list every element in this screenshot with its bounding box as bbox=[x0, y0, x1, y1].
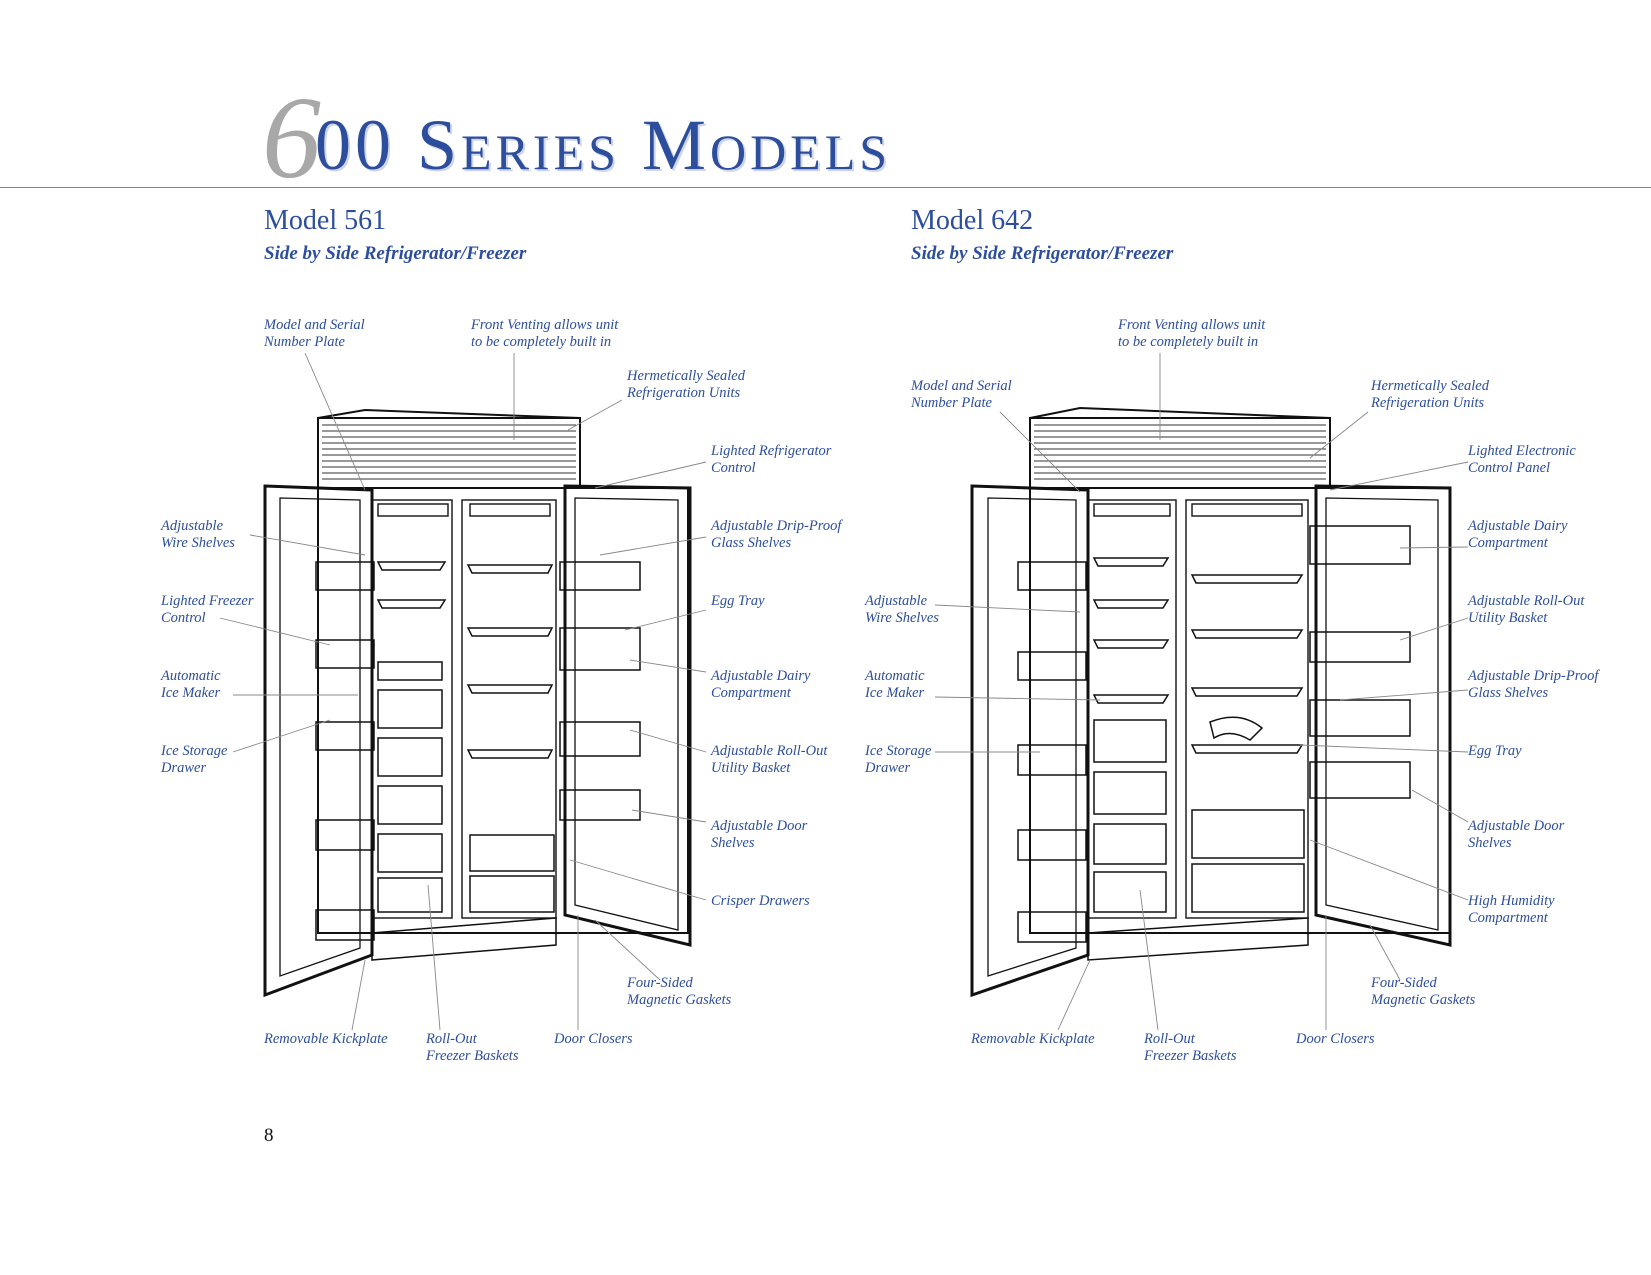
model-642-subtitle: Side by Side Refrigerator/Freezer bbox=[911, 243, 1174, 264]
label-642-kickplate: Removable Kickplate bbox=[971, 1031, 1095, 1047]
label-642-door-closers: Door Closers bbox=[1296, 1031, 1375, 1047]
model-561-subtitle: Side by Side Refrigerator/Freezer bbox=[264, 243, 527, 264]
header-rule bbox=[0, 187, 1651, 188]
page-title-text: 00 Series Models bbox=[315, 105, 892, 185]
label-561-door-closers: Door Closers bbox=[554, 1031, 633, 1047]
label-642-egg-tray: Egg Tray bbox=[1468, 743, 1522, 759]
page-title-lead-digit: 6 bbox=[262, 72, 321, 203]
model-561-title: Model 561 bbox=[264, 205, 387, 236]
label-561-kickplate: Removable Kickplate bbox=[264, 1031, 388, 1047]
page-title: 600 Series Models bbox=[262, 62, 891, 203]
model-642-title: Model 642 bbox=[911, 205, 1034, 236]
page-number: 8 bbox=[264, 1125, 274, 1146]
label-561-egg-tray: Egg Tray bbox=[711, 593, 765, 609]
label-561-crisper-drawers: Crisper Drawers bbox=[711, 893, 810, 909]
